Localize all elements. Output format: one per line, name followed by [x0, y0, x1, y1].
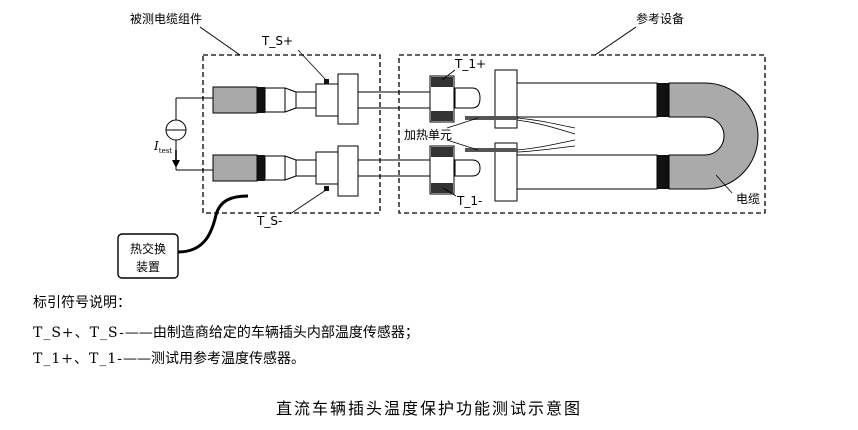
legend-item-t1: T_1+、T_1-——测试用参考温度传感器。: [33, 349, 305, 369]
heat-exchanger-label-line1: 热交换: [130, 241, 166, 256]
current-label: Itest: [153, 139, 172, 155]
u-cable: [668, 82, 759, 190]
lower-plug-body: [212, 154, 258, 182]
legend-item-ts-codes: T_S+、T_S-: [33, 325, 125, 341]
cable-label: 电缆: [736, 192, 760, 206]
test-current-circuit: Itest: [153, 97, 213, 171]
reference-equipment-box: [398, 54, 766, 214]
ts-minus-sensor: [324, 186, 329, 191]
lower-plug-band: [257, 155, 265, 181]
dut-assembly-label: 被测电缆组件: [130, 12, 202, 26]
upper-heating-element: [465, 116, 517, 120]
heat-exchanger-label-line2: 装置: [136, 260, 160, 274]
reference-equipment-leader: [594, 26, 637, 56]
legend-item-ts-text: ——由制造商给定的车辆插头内部温度传感器；: [124, 325, 419, 341]
dut-assembly-box: [202, 54, 381, 214]
heating-unit-label: 加热单元: [404, 128, 452, 142]
lower-heating-element: [465, 148, 517, 152]
lower-plug-flange: [315, 151, 339, 185]
legend-item-t1-text: ——测试用参考温度传感器。: [122, 351, 305, 367]
upper-plug-flange: [315, 83, 339, 117]
heat-exchanger-box: [117, 233, 179, 279]
upper-socket-assembly: [429, 69, 669, 129]
t1-plus-label: T_1+: [454, 57, 486, 71]
upper-plug-body: [212, 86, 258, 114]
legend-item-t1-codes: T_1+、T_1-: [33, 351, 123, 367]
legend-title: 标引符号说明：: [33, 295, 131, 311]
upper-cable-band: [657, 83, 669, 117]
ts-plus-sensor: [324, 79, 329, 84]
lower-plug-assembly: [212, 145, 359, 197]
upper-plug-assembly: [212, 73, 359, 125]
lower-cable-band: [657, 155, 669, 189]
heat-exchanger-hose: [177, 194, 249, 254]
legend-item-ts: T_S+、T_S-——由制造商给定的车辆插头内部温度传感器；: [33, 323, 419, 343]
dut-assembly-leader: [199, 26, 241, 56]
upper-plug-band: [257, 87, 265, 113]
t1-minus-label: T_1-: [456, 194, 482, 208]
ts-minus-label: T_S-: [256, 214, 282, 228]
lower-socket-assembly: [429, 142, 669, 202]
figure-caption: 直流车辆插头温度保护功能测试示意图: [275, 399, 582, 418]
test-setup-diagram: 被测电缆组件 参考设备: [117, 11, 766, 279]
reference-equipment-label: 参考设备: [636, 11, 684, 26]
ts-plus-label: T_S+: [261, 34, 293, 48]
